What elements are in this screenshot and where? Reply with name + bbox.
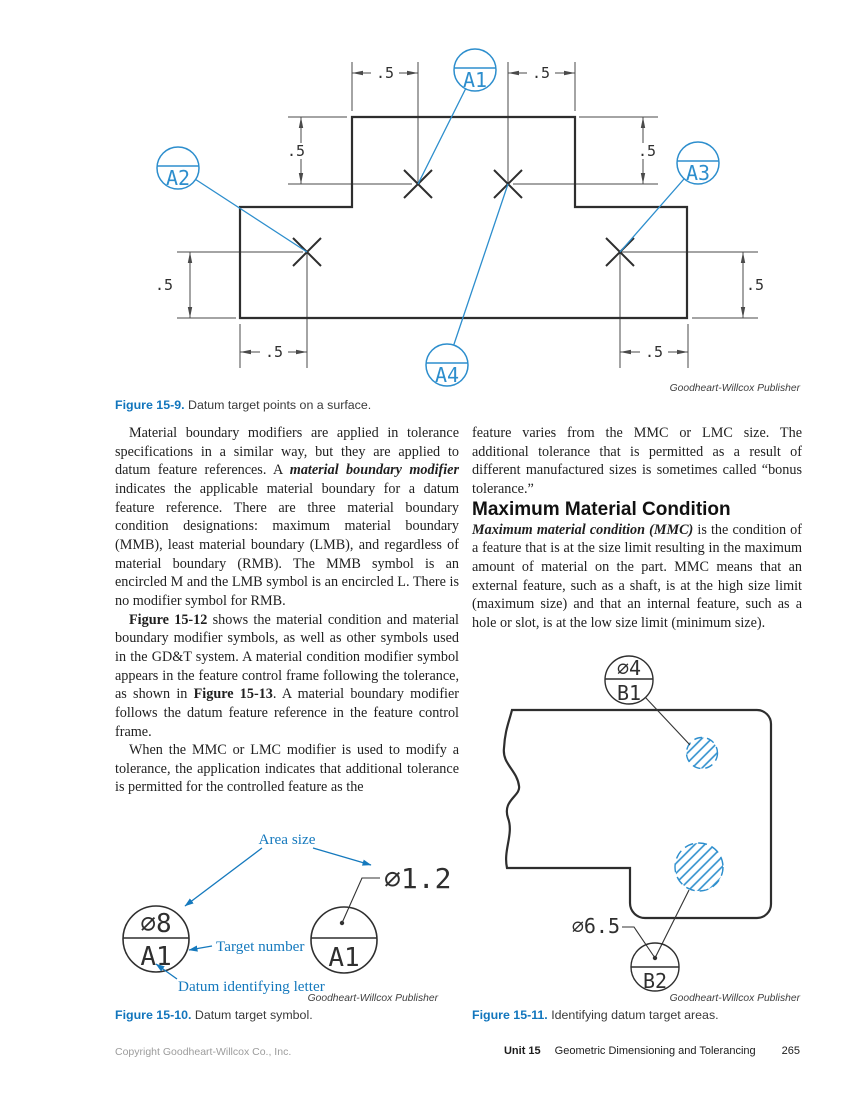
b1-leader [644, 696, 691, 746]
datum-target-symbols: A1 A2 A3 A4 [156, 48, 720, 387]
area-size-value: ∅8 [140, 909, 171, 939]
caption-text: Identifying datum target areas. [547, 1008, 719, 1022]
footer-unit: Unit 15 [503, 1045, 541, 1057]
figure-15-9-drawing: .5 .5 .5 .5 .5 .5 .5 .5 [155, 48, 764, 387]
dim-label: .5 [287, 142, 305, 160]
leader-dot [652, 955, 658, 961]
caption-label: Figure 15-9. [115, 398, 185, 412]
dim-label: .5 [155, 276, 173, 294]
datum-target-a1: A1 [453, 48, 497, 92]
caption-text: Datum target symbol. [191, 1008, 313, 1022]
target-label: A1 [140, 942, 171, 972]
datum-target-a3: A3 [676, 141, 720, 185]
svg-text:A2: A2 [166, 166, 190, 190]
target-label: A1 [328, 943, 359, 973]
part-outline [238, 115, 689, 320]
part-outline [502, 708, 773, 920]
caption-label: Figure 15-10. [115, 1008, 192, 1022]
dim-label: .5 [376, 64, 394, 82]
symbol-text: ∅8 A1 A1 ∅1.2 [140, 862, 451, 973]
dim-label: .5 [645, 343, 663, 361]
paragraph: Material boundary modifiers are applied … [115, 425, 459, 609]
diameter-leader [341, 877, 380, 924]
annotation-target-number: Target number [216, 938, 304, 955]
callout-annotations: Area size Target number Datum identifyin… [155, 831, 372, 995]
b1-label: B1 [617, 681, 641, 705]
footer-copyright: Copyright Goodheart-Willcox Co., Inc. [115, 1046, 292, 1058]
diameter-value: ∅1.2 [384, 862, 451, 895]
b2-leaders [622, 889, 690, 959]
paragraph: Figure 15-12 shows the material conditio… [115, 611, 460, 740]
datum-target-symbol-left [122, 905, 190, 973]
figure-15-10-drawing: ∅8 A1 A1 ∅1.2 Area size Target number Da… [122, 831, 451, 995]
figure-15-11-drawing: ∅4 B1 B2 ∅6.5 [502, 655, 773, 993]
datum-target-a2: A2 [156, 146, 200, 190]
extension-lines [177, 62, 758, 368]
svg-text:A4: A4 [435, 363, 459, 387]
footer-page-number: 265 [781, 1045, 800, 1057]
leader-dot [339, 920, 345, 926]
b2-diameter-value: ∅6.5 [572, 914, 620, 938]
datum-target-a4: A4 [425, 343, 469, 387]
annotation-datum-letter: Datum identifying letter [178, 978, 325, 995]
dimension-lines [187, 70, 746, 355]
body-right-column: feature varies from the MMC or LMC size.… [472, 424, 802, 633]
dim-label: .5 [265, 343, 283, 361]
paragraph: Maximum material condition (MMC) is the … [472, 521, 802, 631]
dimension-text-backgrounds [260, 64, 668, 360]
footer-chapter: Geometric Dimensioning and Tolerancing [554, 1045, 756, 1057]
figure-15-10-caption: Figure 15-10. Datum target symbol. [115, 1008, 459, 1023]
dimension-labels: .5 .5 .5 .5 .5 .5 .5 .5 [155, 64, 764, 361]
figure-15-9-caption: Figure 15-9. Datum target points on a su… [115, 398, 475, 413]
datum-target-symbol-b2 [630, 942, 680, 992]
dim-label: .5 [638, 142, 656, 160]
paragraph: feature varies from the MMC or LMC size.… [472, 425, 802, 497]
publisher-credit: Goodheart-Willcox Publisher [669, 383, 800, 394]
svg-text:A3: A3 [686, 161, 710, 185]
dim-label: .5 [532, 64, 550, 82]
caption-text: Datum target points on a surface. [184, 398, 372, 412]
publisher-credit: Goodheart-Willcox Publisher [307, 993, 438, 1004]
body-left-column: Material boundary modifiers are applied … [115, 424, 459, 797]
dim-label: .5 [746, 276, 764, 294]
paragraph: When the MMC or LMC modifier is used to … [115, 742, 459, 796]
annotation-area-size: Area size [259, 831, 316, 848]
footer-folio: Unit 15 Geometric Dimensioning and Tolera… [400, 1045, 800, 1057]
figure-15-11-caption: Figure 15-11. Identifying datum target a… [472, 1008, 802, 1023]
svg-text:A1: A1 [463, 68, 487, 92]
caption-label: Figure 15-11. [472, 1008, 548, 1022]
datum-target-area-small [685, 736, 719, 770]
publisher-credit: Goodheart-Willcox Publisher [669, 993, 800, 1004]
b1-area-size: ∅4 [617, 656, 641, 680]
datum-target-symbol-right [310, 906, 378, 974]
datum-target-area-large [674, 842, 724, 892]
b2-label: B2 [643, 969, 667, 993]
datum-target-symbol-b1 [604, 655, 654, 705]
section-heading: Maximum Material Condition [472, 498, 731, 520]
